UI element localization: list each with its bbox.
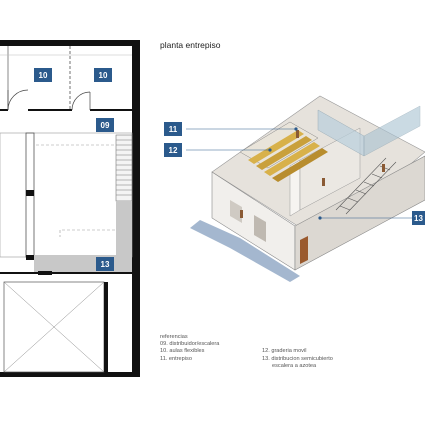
- reference-item: escalera a azotea: [272, 362, 317, 369]
- references-heading: referencias: [160, 334, 188, 340]
- wall-segment: [104, 282, 108, 372]
- reference-item: 13. distribucion semicubierto: [262, 355, 333, 362]
- stair-treads: [116, 139, 132, 196]
- wall-bottom: [0, 372, 140, 377]
- door-swing: [71, 91, 91, 111]
- mezzanine-outline: [36, 144, 119, 237]
- column: [26, 255, 34, 260]
- axo-staircase: [335, 157, 397, 215]
- semicovered-strip: [34, 255, 132, 273]
- leader-lines: [186, 128, 412, 219]
- ground-shadow: [190, 220, 300, 282]
- leader-dot: [294, 127, 298, 131]
- front-wall-right: [294, 155, 425, 271]
- page-title: planta entrepiso: [160, 40, 221, 50]
- door: [300, 236, 308, 264]
- door-swing: [7, 89, 29, 111]
- reference-item: 09. distribuidor/escalera: [160, 341, 220, 348]
- plan-tag-13: 13: [96, 257, 114, 271]
- floor-plan: [0, 40, 140, 377]
- reference-item: 10. aulas flexibles: [160, 348, 205, 355]
- bleachers: [248, 130, 328, 182]
- axo-tag-13: 13: [412, 211, 425, 225]
- axo-tag-11: 11: [164, 122, 182, 136]
- glass-railing: [363, 105, 421, 157]
- axonometric-view: [186, 95, 425, 282]
- reference-item: 12. graderia movil: [262, 348, 307, 355]
- wall-top: [0, 40, 140, 46]
- column: [26, 190, 34, 196]
- wall-opening: [254, 215, 266, 242]
- axo-tag-12: 12: [164, 143, 182, 157]
- hall-outline: [0, 132, 133, 258]
- leader-dot: [268, 148, 272, 152]
- people: [240, 130, 385, 218]
- wall-right: [132, 40, 140, 376]
- plan-tag-09: 09: [96, 118, 114, 132]
- leader-dot: [318, 216, 322, 220]
- plan-tag-10a: 10: [34, 68, 52, 82]
- void-cross: [3, 281, 105, 373]
- column: [38, 271, 52, 275]
- plan-tag-10b: 10: [94, 68, 112, 82]
- wall-opening: [230, 200, 242, 223]
- reference-item: 11. entrepiso: [160, 355, 192, 362]
